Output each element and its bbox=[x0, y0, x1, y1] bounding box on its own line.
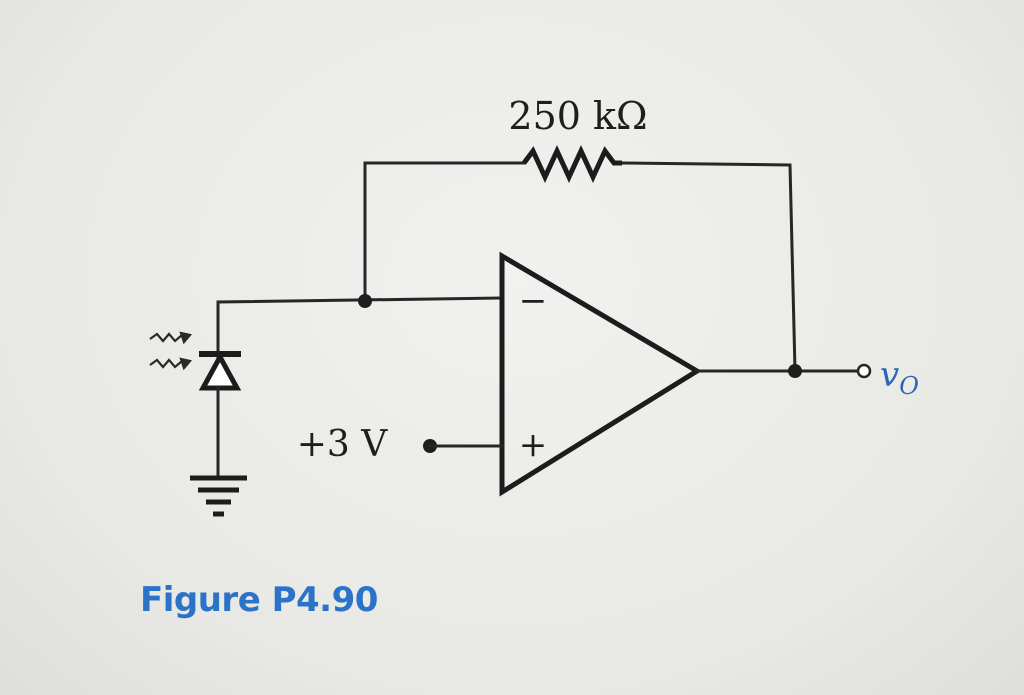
inverting-input-wire bbox=[216, 296, 502, 377]
op-amp-icon bbox=[499, 251, 702, 497]
figure-caption: Figure P4.90 bbox=[140, 580, 378, 620]
resistor-icon bbox=[522, 145, 622, 183]
output-label: vO bbox=[880, 355, 919, 400]
output-label-main: v bbox=[880, 355, 899, 395]
feedback-wire-right bbox=[620, 161, 797, 372]
output-label-sub: O bbox=[899, 372, 919, 400]
inverting-sign: − bbox=[519, 281, 548, 321]
ground-icon bbox=[190, 475, 247, 517]
photodiode-icon bbox=[198, 351, 242, 480]
inverting-node-dot bbox=[358, 294, 372, 308]
output-node-dot bbox=[788, 364, 802, 378]
light-arrows-icon bbox=[149, 331, 193, 371]
resistor-label: 250 kΩ bbox=[508, 94, 647, 138]
noninverting-sign: + bbox=[519, 425, 548, 465]
source-label: +3 V bbox=[297, 424, 389, 465]
output-terminal bbox=[856, 363, 872, 379]
feedback-wire-left bbox=[363, 161, 526, 305]
